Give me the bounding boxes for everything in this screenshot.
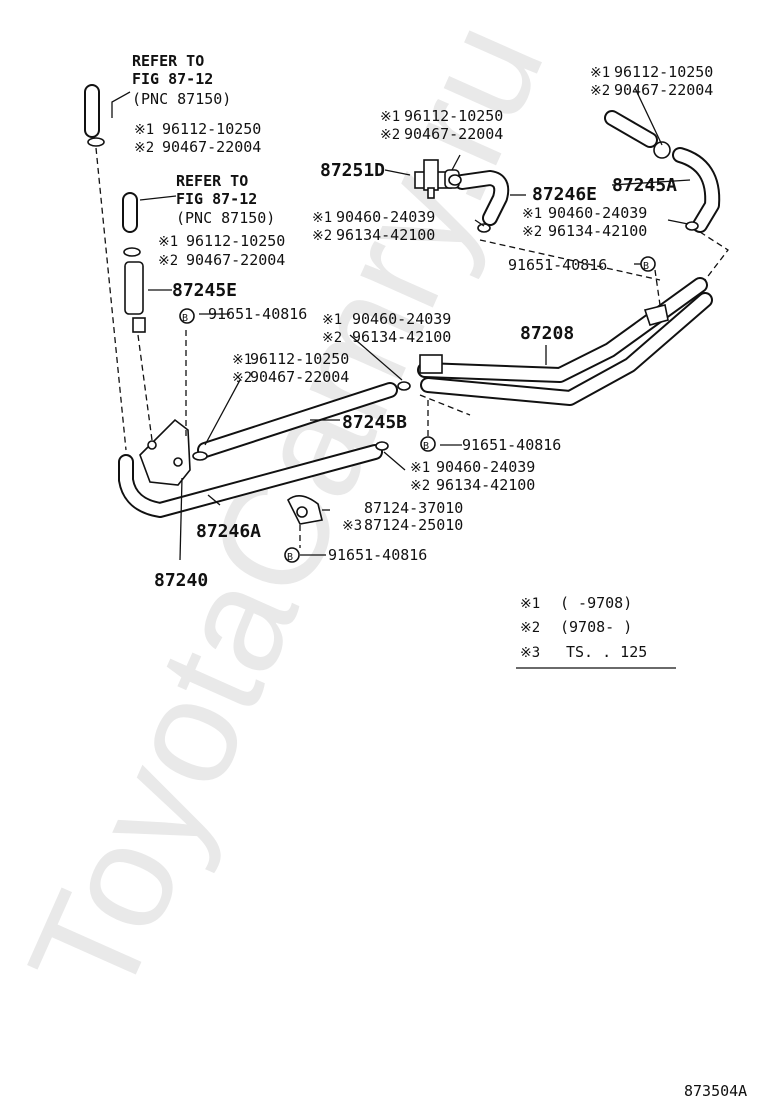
part-number: 90467-22004 (614, 81, 713, 99)
marker-2: ※2 (380, 127, 400, 143)
marker-2: ※2 (322, 330, 342, 346)
part-number: 96134-42100 (336, 226, 435, 244)
watermark: ToyotaCamry.ru (0, 0, 575, 1023)
label-87246E: 87246E (532, 184, 597, 205)
bolt-marker-label: B (423, 441, 429, 452)
part-number: 90460-24039 (336, 208, 435, 226)
label-87251D: 87251D (320, 160, 385, 181)
legend-mark-2: ※2 (520, 620, 540, 636)
part-number: 90467-22004 (186, 251, 285, 269)
part-number: 91651-40816 (508, 256, 607, 274)
bolt-marker-label: B (643, 261, 649, 272)
part-number: 90467-22004 (250, 368, 349, 386)
marker-2: ※2 (312, 228, 332, 244)
part-number: 87124-37010 (364, 499, 463, 517)
legend-text-1: ( -9708) (560, 594, 632, 612)
hose-clamp-87124 (287, 495, 323, 548)
label-87246A: 87246A (196, 521, 261, 542)
bolt-marker-label: B (287, 552, 293, 563)
legend-text-3: TS. . 125 (566, 643, 647, 661)
hose-87245A (604, 110, 721, 233)
part-number: 96134-42100 (548, 222, 647, 240)
pipe-87208 (417, 277, 713, 406)
part-number: 87124-25010 (364, 516, 463, 534)
pipe-87246A (118, 444, 383, 518)
part-number: 91651-40816 (328, 546, 427, 564)
marker-1: ※1 (380, 109, 400, 125)
part-number: 91651-40816 (462, 436, 561, 454)
marker-1: ※1 (522, 206, 542, 222)
refer-1-line1: REFER TO (132, 52, 204, 70)
part-number: 96112-10250 (404, 107, 503, 125)
legend-text-2: (9708- ) (560, 618, 632, 636)
part-number: 96134-42100 (436, 476, 535, 494)
marker-2: ※2 (158, 253, 178, 269)
refer-2-line1: REFER TO (176, 172, 248, 190)
marker-3: ※3 (342, 518, 362, 534)
part-number: 91651-40816 (208, 305, 307, 323)
part-number: 96112-10250 (250, 350, 349, 368)
part-number: 90460-24039 (352, 310, 451, 328)
refer-2-line2: FIG 87-12 (176, 190, 257, 208)
marker-1: ※1 (322, 312, 342, 328)
bolt-marker (640, 256, 656, 272)
refer-2-line3: (PNC 87150) (176, 209, 275, 227)
legend-mark-3: ※3 (520, 645, 540, 661)
part-number: 96112-10250 (162, 120, 261, 138)
dashed-connectors (185, 231, 729, 440)
marker-1: ※1 (134, 122, 154, 138)
label-87240: 87240 (154, 570, 208, 591)
part-number: 96112-10250 (186, 232, 285, 250)
figure-id: 873504A (684, 1082, 747, 1100)
label-87208: 87208 (520, 323, 574, 344)
bolt-marker (179, 308, 195, 324)
part-number: 96134-42100 (352, 328, 451, 346)
hose-87245E (122, 192, 153, 441)
part-number: 90467-22004 (404, 125, 503, 143)
part-number: 90460-24039 (548, 204, 647, 222)
part-number: 90460-24039 (436, 458, 535, 476)
upper-left-tube (84, 84, 127, 451)
marker-2: ※2 (522, 224, 542, 240)
marker-2: ※2 (590, 83, 610, 99)
part-number: 90467-22004 (162, 138, 261, 156)
marker-1: ※1 (158, 234, 178, 250)
legend: ※1 ( -9708) ※2 (9708- ) ※3 TS. . 125 (516, 594, 676, 669)
hose-87246E (454, 170, 510, 226)
bracket-87240 (139, 418, 191, 486)
bolt-marker-label: B (182, 313, 188, 324)
refer-1-line3: (PNC 87150) (132, 90, 231, 108)
legend-mark-1: ※1 (520, 596, 540, 612)
marker-1: ※1 (312, 210, 332, 226)
marker-1: ※1 (410, 460, 430, 476)
hose-87245B (197, 382, 398, 458)
label-87245B: 87245B (342, 412, 407, 433)
clamps (87, 137, 699, 461)
label-87245A: 87245A (612, 175, 677, 196)
marker-2: ※2 (232, 370, 252, 386)
refer-1-line2: FIG 87-12 (132, 70, 213, 88)
marker-1: ※1 (590, 65, 610, 81)
marker-1: ※1 (232, 352, 252, 368)
label-87245E: 87245E (172, 280, 237, 301)
bolt-marker (284, 547, 300, 563)
bolt-marker (420, 436, 436, 452)
marker-2: ※2 (410, 478, 430, 494)
part-number: 96112-10250 (614, 63, 713, 81)
marker-2: ※2 (134, 140, 154, 156)
